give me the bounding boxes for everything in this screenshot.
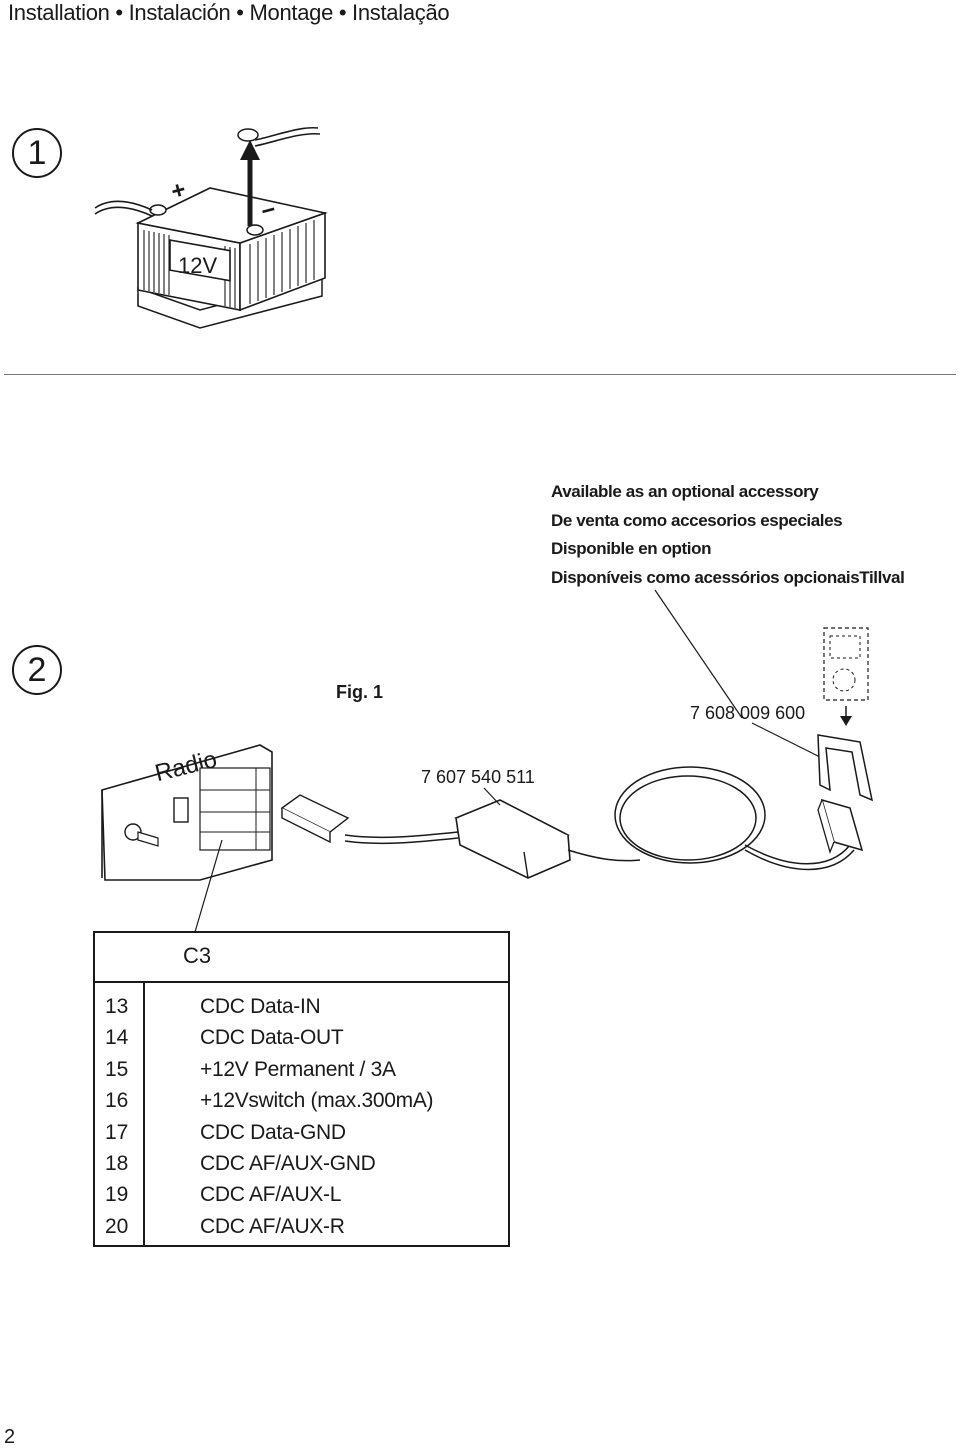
accessory-line-fr: Disponible en option xyxy=(551,539,712,558)
table-header: C3 xyxy=(95,933,508,983)
pin-function: CDC AF/AUX-GND xyxy=(200,1152,376,1175)
dock-part-number: 7 608 009 600 xyxy=(690,703,806,723)
accessory-line-es: De venta como accesorios especiales xyxy=(551,510,843,530)
connector-label: C3 xyxy=(183,943,212,968)
figure-label: Fig. 1 xyxy=(336,682,384,702)
pin-number: 13 xyxy=(105,995,129,1018)
accessory-line-en: Available as an optional accessory xyxy=(551,482,819,501)
pin-number: 17 xyxy=(105,1121,129,1144)
pin-function: CDC AF/AUX-L xyxy=(200,1183,342,1206)
pin-assignment-table: C3 13 CDC Data-IN 14 CDC Data-OUT 15 +12… xyxy=(93,931,510,1247)
pin-function: CDC Data-IN xyxy=(200,995,321,1018)
pin-function: CDC Data-GND xyxy=(200,1121,346,1144)
pin-number: 20 xyxy=(105,1215,129,1238)
battery-voltage-label: 12V xyxy=(178,253,217,278)
pin-number: 18 xyxy=(105,1152,129,1175)
pin-number: 15 xyxy=(105,1058,129,1081)
pin-function: +12V Permanent / 3A xyxy=(200,1058,396,1081)
plus-sign: + xyxy=(168,176,189,206)
step-2-number: 2 xyxy=(12,645,62,695)
pin-function: CDC AF/AUX-R xyxy=(200,1215,345,1238)
section-divider xyxy=(4,374,956,375)
pin-function: +12Vswitch (max.300mA) xyxy=(200,1089,434,1112)
minus-sign: − xyxy=(258,196,279,226)
pin-number: 14 xyxy=(105,1026,129,1049)
connection-diagram: Radio xyxy=(101,589,874,933)
battery-illustration: 12V + − xyxy=(94,126,328,329)
table-divider xyxy=(143,981,145,1247)
step-1-number-text: 1 xyxy=(27,133,47,172)
accessory-line-pt: Disponíveis como acessórios opcionaisTil… xyxy=(551,567,905,587)
pin-number: 19 xyxy=(105,1183,129,1206)
pin-number: 16 xyxy=(105,1089,129,1112)
step-2-number-text: 2 xyxy=(27,650,47,689)
page-number: 2 xyxy=(4,1426,16,1448)
accessory-note: Available as an optional accessory De ve… xyxy=(551,478,905,592)
step-1-number: 1 xyxy=(12,128,62,178)
pin-function: CDC Data-OUT xyxy=(200,1026,344,1049)
interface-part-number: 7 607 540 511 xyxy=(421,767,535,787)
page-title: Installation • Instalación • Montage • I… xyxy=(8,0,450,25)
